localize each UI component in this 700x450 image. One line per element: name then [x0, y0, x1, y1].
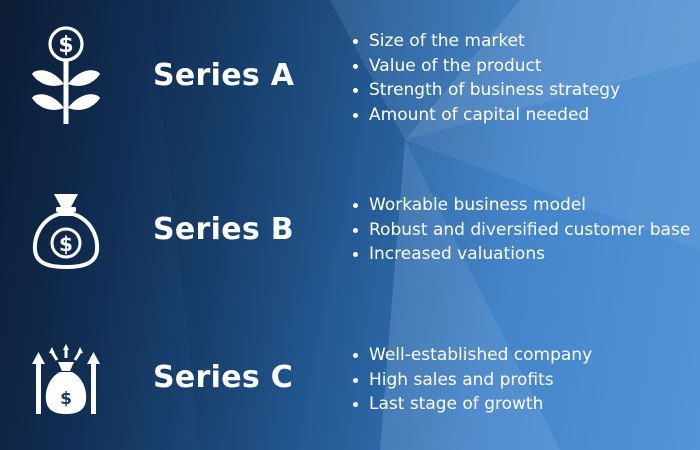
series-b-title: Series B: [153, 212, 294, 247]
list-item: Value of the product: [350, 54, 620, 79]
list-item: Amount of capital needed: [350, 103, 620, 128]
series-a-row: $ Series A Size of the market Value of t…: [0, 0, 700, 150]
list-item: Robust and diversified customer base: [350, 218, 690, 243]
series-c-title: Series C: [153, 360, 294, 395]
list-item: High sales and profits: [350, 368, 592, 393]
series-c-list: Well-established company High sales and …: [350, 343, 592, 417]
series-a-list: Size of the market Value of the product …: [350, 29, 620, 127]
svg-text:$: $: [58, 33, 73, 58]
series-b-list: Workable business model Robust and diver…: [350, 193, 690, 267]
list-item: Workable business model: [350, 193, 690, 218]
list-item: Strength of business strategy: [350, 78, 620, 103]
list-item: Size of the market: [350, 29, 620, 54]
series-c-row: $ Series C Well-established company High…: [0, 300, 700, 450]
series-b-row: $ Series B Workable business model Robus…: [0, 150, 700, 300]
money-bag-growth-arrows-icon: $: [30, 344, 102, 434]
svg-text:$: $: [60, 389, 72, 409]
list-item: Increased valuations: [350, 242, 690, 267]
money-bag-icon: $: [30, 190, 102, 280]
series-a-title: Series A: [153, 58, 295, 93]
money-plant-icon: $: [30, 22, 102, 124]
list-item: Well-established company: [350, 343, 592, 368]
list-item: Last stage of growth: [350, 392, 592, 417]
svg-text:$: $: [59, 232, 73, 256]
